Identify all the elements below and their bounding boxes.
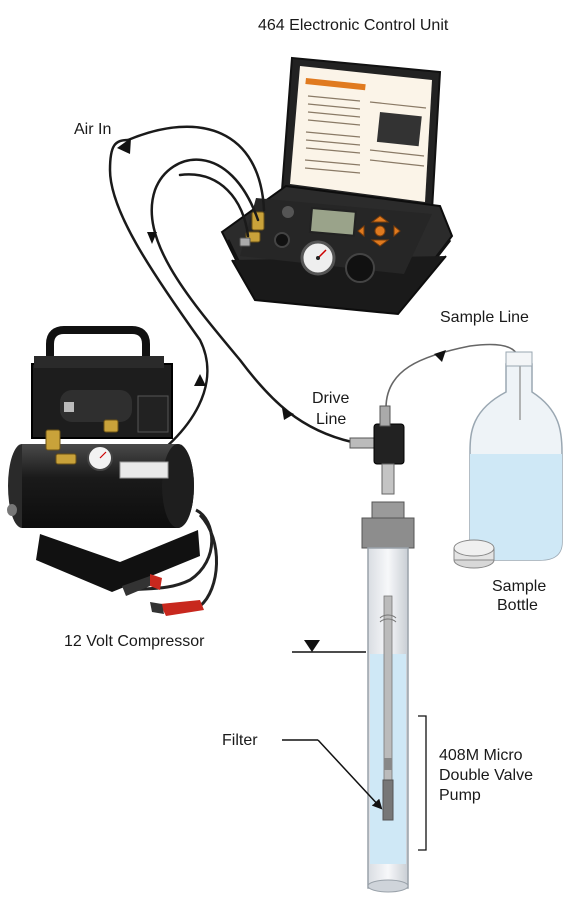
- pump-label-1: 408M Micro: [439, 747, 523, 764]
- pressure-gauge: [300, 240, 336, 276]
- sample-bottle: [453, 351, 563, 569]
- labels: 464 Electronic Control Unit Air In Sampl…: [64, 17, 546, 804]
- control-unit-label: 464 Electronic Control Unit: [258, 17, 449, 34]
- air-in-label: Air In: [74, 121, 111, 138]
- drive-line-arrow-right-icon: [282, 408, 294, 420]
- sample-bottle-label-2: Bottle: [497, 597, 538, 614]
- battery-clamps: [122, 574, 204, 616]
- well-casing: [361, 501, 415, 893]
- sample-line-tube: [385, 343, 519, 409]
- compressor-label: 12 Volt Compressor: [64, 633, 205, 650]
- drive-line-label-1: Drive: [312, 390, 349, 407]
- compressor: [7, 326, 218, 616]
- air-in-hose: [108, 138, 209, 476]
- water-level-triangle-icon: [304, 640, 320, 652]
- sample-line-label: Sample Line: [440, 309, 529, 326]
- sample-line-arrow-icon: [434, 350, 446, 362]
- keypad: [357, 215, 401, 247]
- compressor-arrow-up-icon: [194, 374, 206, 386]
- control-unit: [220, 56, 454, 316]
- drive-line-arrow-down-icon: [147, 232, 157, 244]
- sample-bottle-label-1: Sample: [492, 578, 546, 595]
- pump-label-3: Pump: [439, 787, 481, 804]
- drive-line-hose: [150, 158, 354, 444]
- filter-label: Filter: [222, 732, 258, 749]
- pump-label-2: Double Valve: [439, 767, 533, 784]
- flow-arrows: [117, 138, 294, 420]
- hoses: [108, 125, 354, 476]
- pump-fitting: [349, 405, 405, 495]
- water-level-marker: [292, 640, 366, 653]
- pump-bracket: [418, 715, 427, 851]
- air-in-arrow-icon: [117, 138, 131, 154]
- drive-line-label-2: Line: [316, 411, 346, 428]
